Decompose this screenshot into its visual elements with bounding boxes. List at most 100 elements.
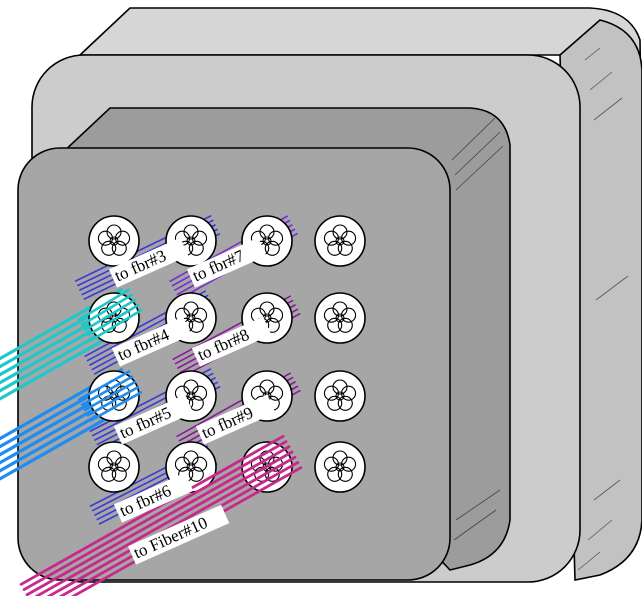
fiber-line	[89, 308, 143, 342]
connector-petal	[327, 466, 343, 482]
connector-petal	[183, 379, 199, 395]
fiber-line	[34, 450, 294, 596]
connector-core	[186, 462, 196, 472]
connector-ring	[314, 370, 366, 422]
inner-block-front	[17, 147, 451, 581]
connector-petal	[188, 317, 204, 333]
connector-petal	[341, 307, 357, 323]
connector-ring	[314, 292, 366, 344]
connector-r4-c4	[314, 441, 366, 493]
fiber-bundle-cyan-front	[77, 288, 143, 342]
fiber-line	[80, 375, 134, 407]
label-fbr7-bg	[186, 237, 267, 288]
connector-petal	[337, 466, 353, 482]
fiber-line	[80, 293, 134, 327]
connector-petal	[101, 240, 117, 256]
connector-petal	[323, 385, 339, 401]
connector-petal	[174, 456, 190, 472]
label-fbr9-bg	[195, 394, 276, 445]
connector-ring	[88, 441, 140, 493]
connector-core	[335, 391, 345, 401]
connector-core	[186, 391, 196, 401]
connector-r4-c1	[88, 441, 140, 493]
connector-petal	[264, 240, 280, 256]
connector-core	[335, 462, 345, 472]
connector-petal	[97, 230, 113, 246]
connector-petal	[327, 395, 343, 411]
connector-petal	[183, 301, 199, 317]
connector-petal	[106, 224, 122, 240]
connector-petal	[188, 395, 204, 411]
connector-petal	[183, 224, 199, 240]
connector-petal	[341, 385, 357, 401]
connector-core	[109, 462, 119, 472]
label-fbr4-bg	[111, 316, 192, 367]
connector-petal	[337, 240, 353, 256]
fiber-line	[89, 391, 143, 422]
connector-r2-c1	[88, 292, 140, 344]
connector-petal	[337, 317, 353, 333]
fiber-line	[77, 370, 131, 401]
connector-petal	[259, 379, 275, 395]
connector-petal	[115, 230, 131, 246]
connector-petal	[332, 301, 348, 317]
connector-petal	[183, 450, 199, 466]
connector-core	[109, 236, 119, 246]
connector-petal	[259, 224, 275, 240]
connector-petal	[268, 385, 284, 401]
connector-petal	[192, 230, 208, 246]
connector-ring	[314, 215, 366, 267]
label-fbr5-bg	[113, 394, 194, 445]
connector-petal	[323, 230, 339, 246]
connector-petal	[327, 240, 343, 256]
connector-core	[186, 313, 196, 323]
outer-edge-hatching	[577, 47, 629, 571]
connector-petal	[327, 317, 343, 333]
connector-core	[262, 236, 272, 246]
fiber-line	[83, 380, 137, 412]
connector-petal	[111, 466, 127, 482]
label-fiber10-bg	[127, 504, 230, 565]
connector-core	[335, 313, 345, 323]
connector-petal	[188, 240, 204, 256]
connector-ring	[88, 292, 140, 344]
label-fbr6-bg	[113, 472, 194, 523]
connector-petal	[332, 379, 348, 395]
connector-petal	[259, 301, 275, 317]
fiber-line	[22, 440, 288, 591]
fiber-line	[25, 445, 291, 596]
connector-ring	[314, 441, 366, 493]
fiber-line	[83, 298, 137, 332]
connector-petal	[101, 466, 117, 482]
connector-petal	[192, 456, 208, 472]
connector-petal	[97, 456, 113, 472]
connector-r3-c4	[314, 370, 366, 422]
inner-edge-hatching	[451, 117, 504, 541]
label-fbr3-bg	[108, 237, 189, 288]
connector-petal	[111, 240, 127, 256]
label-fbr8-bg	[191, 316, 272, 367]
connector-r2-c4	[314, 292, 366, 344]
connector-r1-c1	[88, 215, 140, 267]
fiber-bundle-blue-front	[77, 370, 143, 422]
connector-petal	[111, 317, 127, 333]
connector-petal	[192, 385, 208, 401]
connector-petal	[341, 456, 357, 472]
connector-ring	[88, 215, 140, 267]
connector-core	[335, 236, 345, 246]
connector-petal	[323, 307, 339, 323]
fiber-line	[77, 288, 131, 322]
connector-petal	[115, 456, 131, 472]
connector-petal	[192, 307, 208, 323]
connector-petal	[332, 224, 348, 240]
connector-petal	[106, 450, 122, 466]
fiber-line	[19, 434, 285, 586]
connector-r1-c4	[314, 215, 366, 267]
connector-petal	[337, 395, 353, 411]
fiber-line	[86, 385, 140, 417]
connector-petal	[341, 230, 357, 246]
connector-petal	[323, 456, 339, 472]
connector-petal	[268, 307, 284, 323]
connector-core	[186, 236, 196, 246]
